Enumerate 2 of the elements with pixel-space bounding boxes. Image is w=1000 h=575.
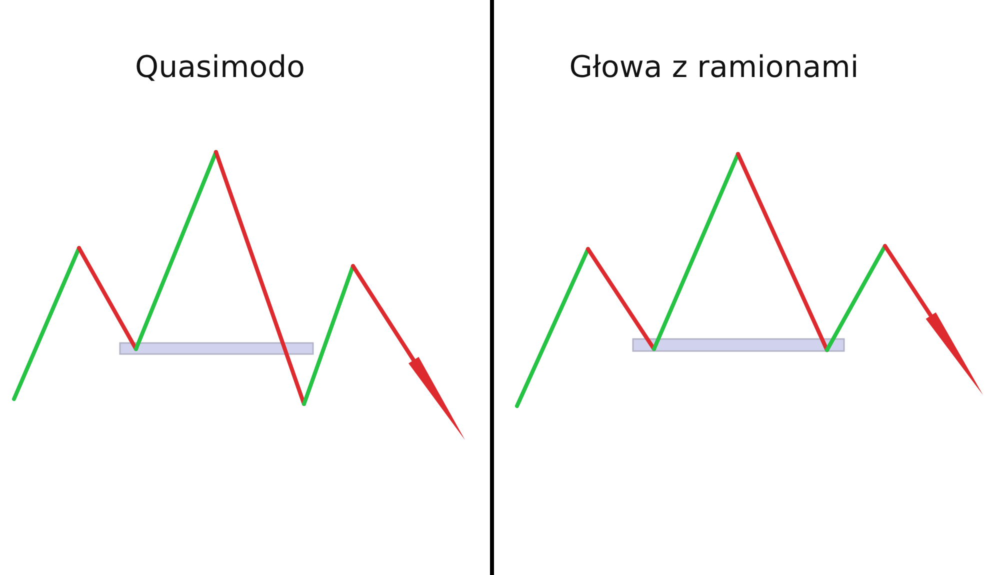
panel-heading: Głowa z ramionami	[569, 50, 859, 86]
panel-heading: Quasimodo	[135, 50, 305, 86]
